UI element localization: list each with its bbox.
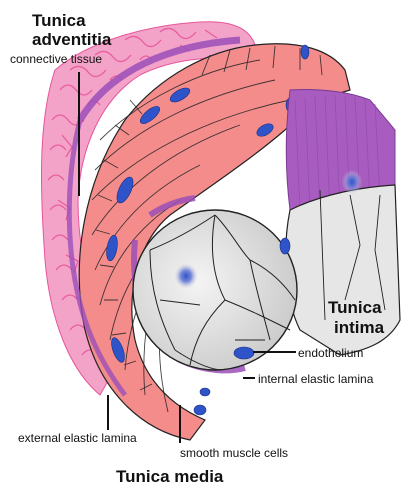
endothelium-nucleus — [234, 347, 254, 359]
endothelium-label: endothelium — [298, 346, 363, 360]
tunica-adventitia-title-line1: Tunica — [32, 11, 86, 30]
tunica-adventitia-title-line2: adventitia — [32, 30, 111, 49]
internal-elastic-lamina-label: internal elastic lamina — [258, 372, 373, 386]
smooth-muscle-cells-label: smooth muscle cells — [180, 446, 288, 460]
tunica-intima-title-line1: Tunica — [328, 298, 382, 317]
tunica-media-title: Tunica media — [116, 467, 223, 486]
connective-tissue-label: connective tissue — [10, 52, 102, 66]
lumen — [133, 210, 297, 370]
tunica-intima-title-line2: intima — [334, 318, 384, 337]
external-elastic-lamina-label: external elastic lamina — [18, 431, 137, 445]
